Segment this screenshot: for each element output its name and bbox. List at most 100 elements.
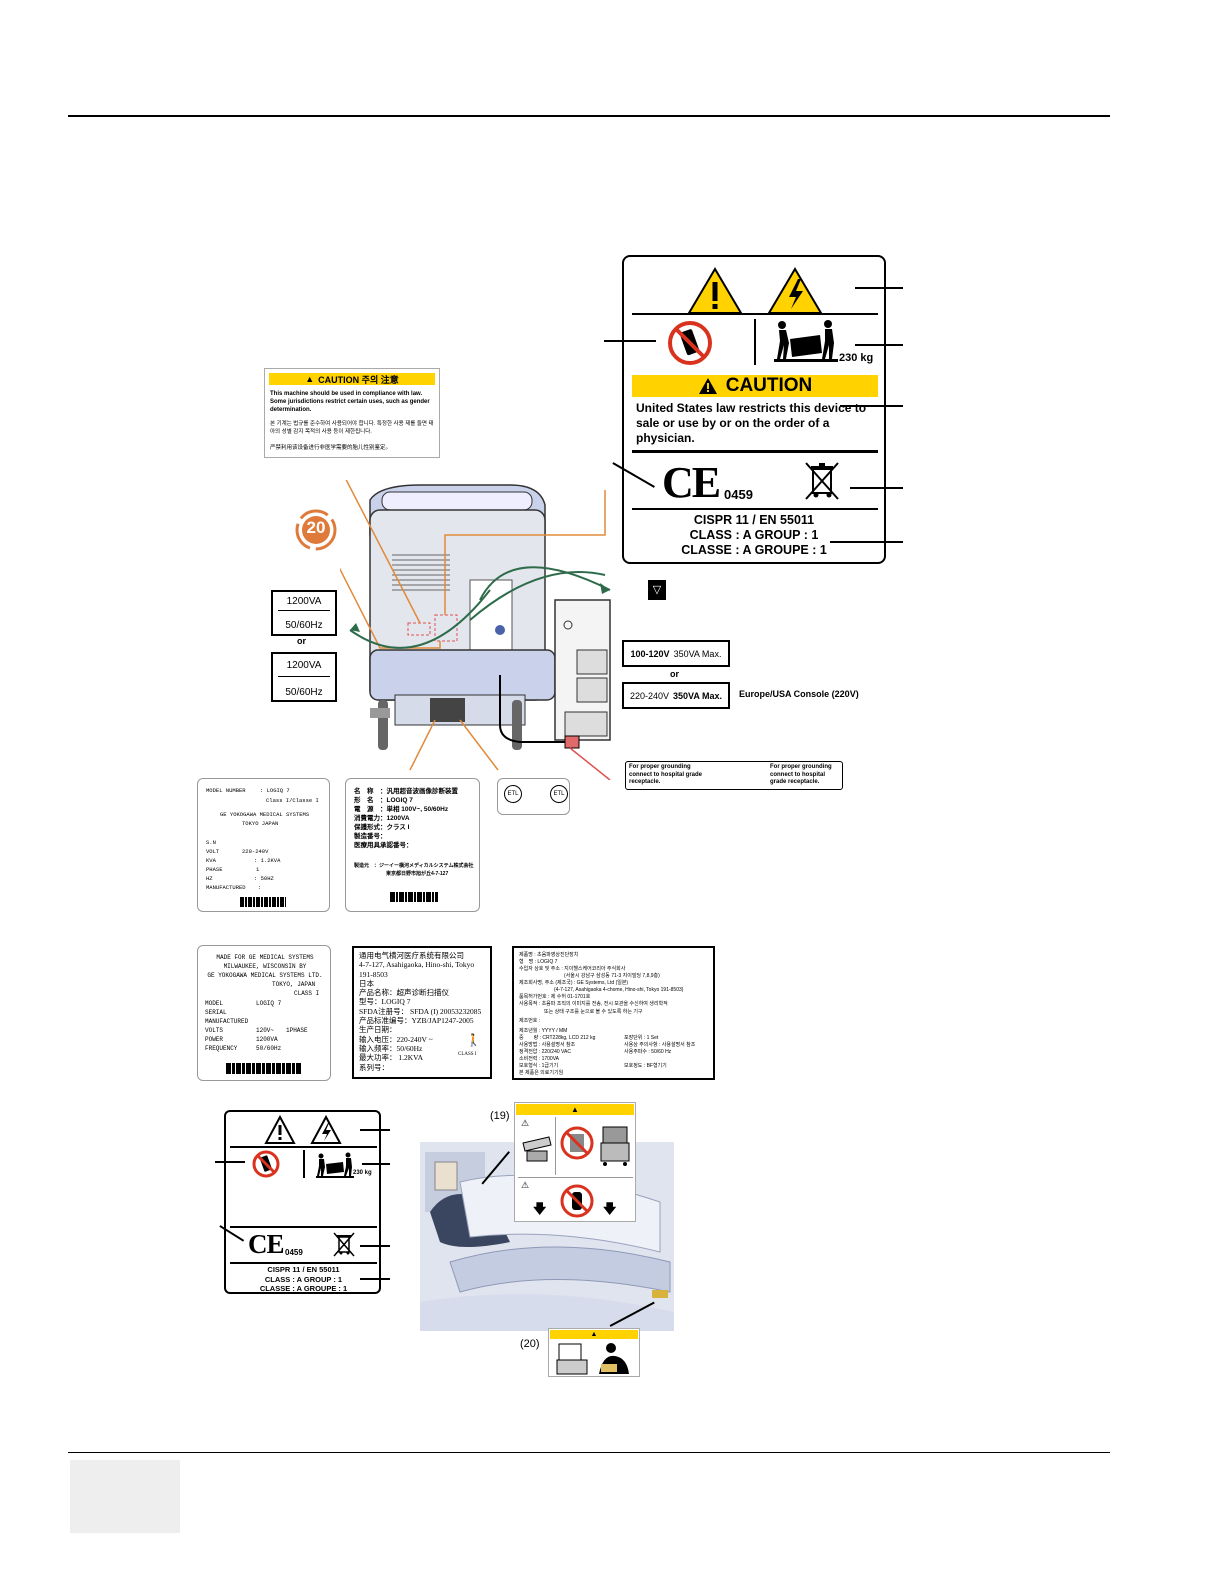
leader-line	[360, 1245, 390, 1247]
leader-line	[855, 344, 903, 346]
type-b-person-icon: 🚶	[466, 1033, 481, 1047]
cispr-line-3: CLASSE : A GROUPE : 1	[681, 543, 827, 557]
jp-line-2: 形 名 ：LOGIQ 7	[354, 797, 413, 804]
gender-caution-title: CAUTION 주의 注意	[318, 374, 399, 385]
arrow-down-icon: 🡇	[603, 1201, 617, 1216]
gender-en-text: This machine should be used in complianc…	[270, 391, 430, 413]
cn-line-1: 通用电气横河医疗系统有限公司	[359, 951, 464, 960]
kr-line-2: 형 명 : LOGIQ 7	[519, 959, 558, 965]
us-volts-value: 120V~	[256, 1027, 275, 1034]
volt-value: 220-240V	[242, 848, 269, 855]
hz-key: HZ	[206, 875, 213, 882]
jp-line-6: 製造番号：	[354, 833, 387, 840]
class-text: Class I/Classe I	[266, 797, 319, 804]
model-label-en: MODEL NUMBER : LOGIQ 7 Class I/Classe I …	[197, 778, 330, 912]
console-icon	[600, 1126, 630, 1166]
kva-key: KVA	[206, 857, 216, 864]
divider	[632, 313, 878, 315]
us-line-3: GE YOKOGAWA MEDICAL SYSTEMS LTD.	[207, 972, 323, 979]
power-hz: 50/60Hz	[285, 620, 323, 631]
leader-line	[830, 541, 903, 543]
footer-rule	[68, 1452, 1110, 1453]
phase-value: 1	[256, 866, 260, 873]
electric-shock-icon	[310, 1115, 342, 1144]
isolation-option-2: 220-240V 350VA Max.	[622, 682, 730, 709]
grounding-text-right: For proper grounding connect to hospital…	[770, 764, 832, 785]
warning-triangle-icon	[264, 1115, 296, 1144]
barcode	[226, 1063, 302, 1074]
model-label-cn: 通用电气横河医疗系统有限公司 4-7-127, Asahigaoka, Hino…	[352, 946, 492, 1079]
phase-key: PHASE	[206, 866, 223, 873]
cn-line-11: 输入频率：50/60Hz	[359, 1043, 423, 1053]
us-phase-value: 1PHASE	[286, 1027, 308, 1034]
cispr-line-1: CISPR 11 / EN 55011	[267, 1265, 340, 1274]
caution-triangle-icon: ▲	[305, 374, 315, 384]
cn-line-7: SFDA注册号： SFDA (I) 20053232085	[359, 1006, 482, 1016]
divider	[230, 1226, 377, 1228]
us-power-key: POWER	[205, 1036, 224, 1043]
ce-number: 0459	[724, 487, 753, 502]
kr-line-16: 정격전압 : 220/240 VAC	[519, 1049, 571, 1055]
cispr-line-3: CLASSE : A GROUPE : 1	[259, 1284, 348, 1293]
or-text: or	[670, 669, 679, 679]
cispr-line-2: CLASS : A GROUP : 1	[264, 1274, 343, 1284]
model-label-kr: 제품명 : 초음파영상진단장치 형 명 : LOGIQ 7 수입자 상호 및 주…	[512, 946, 715, 1080]
option2-volt: 220-240V	[629, 690, 669, 701]
leader-line	[840, 405, 903, 407]
warning-triangle-icon: ⚠	[521, 1118, 530, 1128]
kr-line-8: 사용목적 : 초음파 조직의 이미지를 전송, 전시 보관을 수신하여 생리학적	[519, 1001, 668, 1007]
cn-line-9: 生产日期：	[359, 1025, 397, 1035]
etl-mark-icon: ETL	[550, 785, 568, 803]
city-text: TOKYO JAPAN	[242, 820, 279, 827]
divider	[632, 508, 878, 510]
weee-bin-icon	[805, 462, 839, 500]
kr-line-21: 본 제품은 의료기기임	[519, 1070, 564, 1076]
model-label-us: MADE FOR GE MEDICAL SYSTEMS MILWAUKEE, W…	[197, 945, 331, 1081]
jp-line-4: 消費電力：1200VA	[354, 815, 410, 822]
jp-line-7: 医療用具承認番号：	[354, 842, 413, 849]
caution-label-large: 230 kg CAUTION United States law restric…	[622, 255, 886, 564]
ce-mark: CE	[248, 1229, 285, 1259]
kr-line-7: 품목허가번호 : 제 수허 01-1701호	[519, 994, 591, 1000]
kr-line-12: 중 량 : CRT228kg, LCD 212 kg	[519, 1035, 596, 1041]
electric-shock-icon	[767, 267, 823, 314]
callout-19: (19)	[490, 1110, 510, 1122]
barcode	[390, 892, 438, 902]
person-at-console-icon	[556, 1343, 629, 1375]
cn-line-2: 4-7-127, Asahigaoka, Hino-shi, Tokyo	[359, 960, 475, 970]
no-lift-icon	[560, 1126, 594, 1160]
europe-usa-text: Europe/USA Console (220V)	[739, 689, 859, 699]
barcode	[240, 897, 286, 907]
divider	[518, 1177, 633, 1178]
label-19-caution-bar: ▲	[516, 1104, 634, 1115]
keyboard-lift-icon	[522, 1136, 552, 1162]
kr-line-3: 수입자 상호 및 주소 : 지이헬스케어코리아 주식회사	[519, 966, 626, 972]
warning-triangle-icon	[687, 267, 743, 314]
grounding-text-left: For proper grounding connect to hospital…	[629, 764, 703, 785]
model-number-key: MODEL NUMBER	[206, 787, 246, 794]
divider	[230, 1146, 377, 1148]
cn-line-3: 191-8503	[359, 969, 388, 979]
or-text: or	[297, 636, 306, 646]
cn-line-6: 型号：LOGIQ 7	[359, 997, 411, 1007]
epup-number: 20	[306, 518, 326, 537]
label-19: ▲ ⚠ ⚠ 🡇 🡇	[514, 1102, 636, 1222]
cispr-block: CISPR 11 / EN 55011 CLASS : A GROUP : 1 …	[624, 513, 884, 558]
kr-line-17: 사용주파수 : 50/60 Hz	[624, 1049, 672, 1055]
callout-20: (20)	[520, 1338, 540, 1350]
us-model-key: MODEL	[205, 1000, 224, 1007]
us-frequency-value: 50/60Hz	[256, 1045, 282, 1052]
no-mobile-phone-icon	[668, 321, 712, 365]
manufactured-key: MANUFACTURED	[206, 884, 246, 891]
cn-line-13: 系列号：	[359, 1062, 389, 1072]
leader-line	[850, 487, 903, 489]
divider	[632, 450, 878, 453]
leader-line	[604, 340, 656, 342]
header-rule	[68, 115, 1110, 117]
no-hand-icon	[560, 1184, 594, 1218]
cn-line-4: 日本	[359, 978, 374, 988]
option2-max: 350VA Max.	[673, 690, 723, 701]
us-model-value: LOGIQ 7	[256, 1000, 282, 1007]
kr-line-11: 제조년월 : YYYY / MM	[519, 1028, 568, 1034]
weight-text: 230 kg	[353, 1170, 372, 1176]
